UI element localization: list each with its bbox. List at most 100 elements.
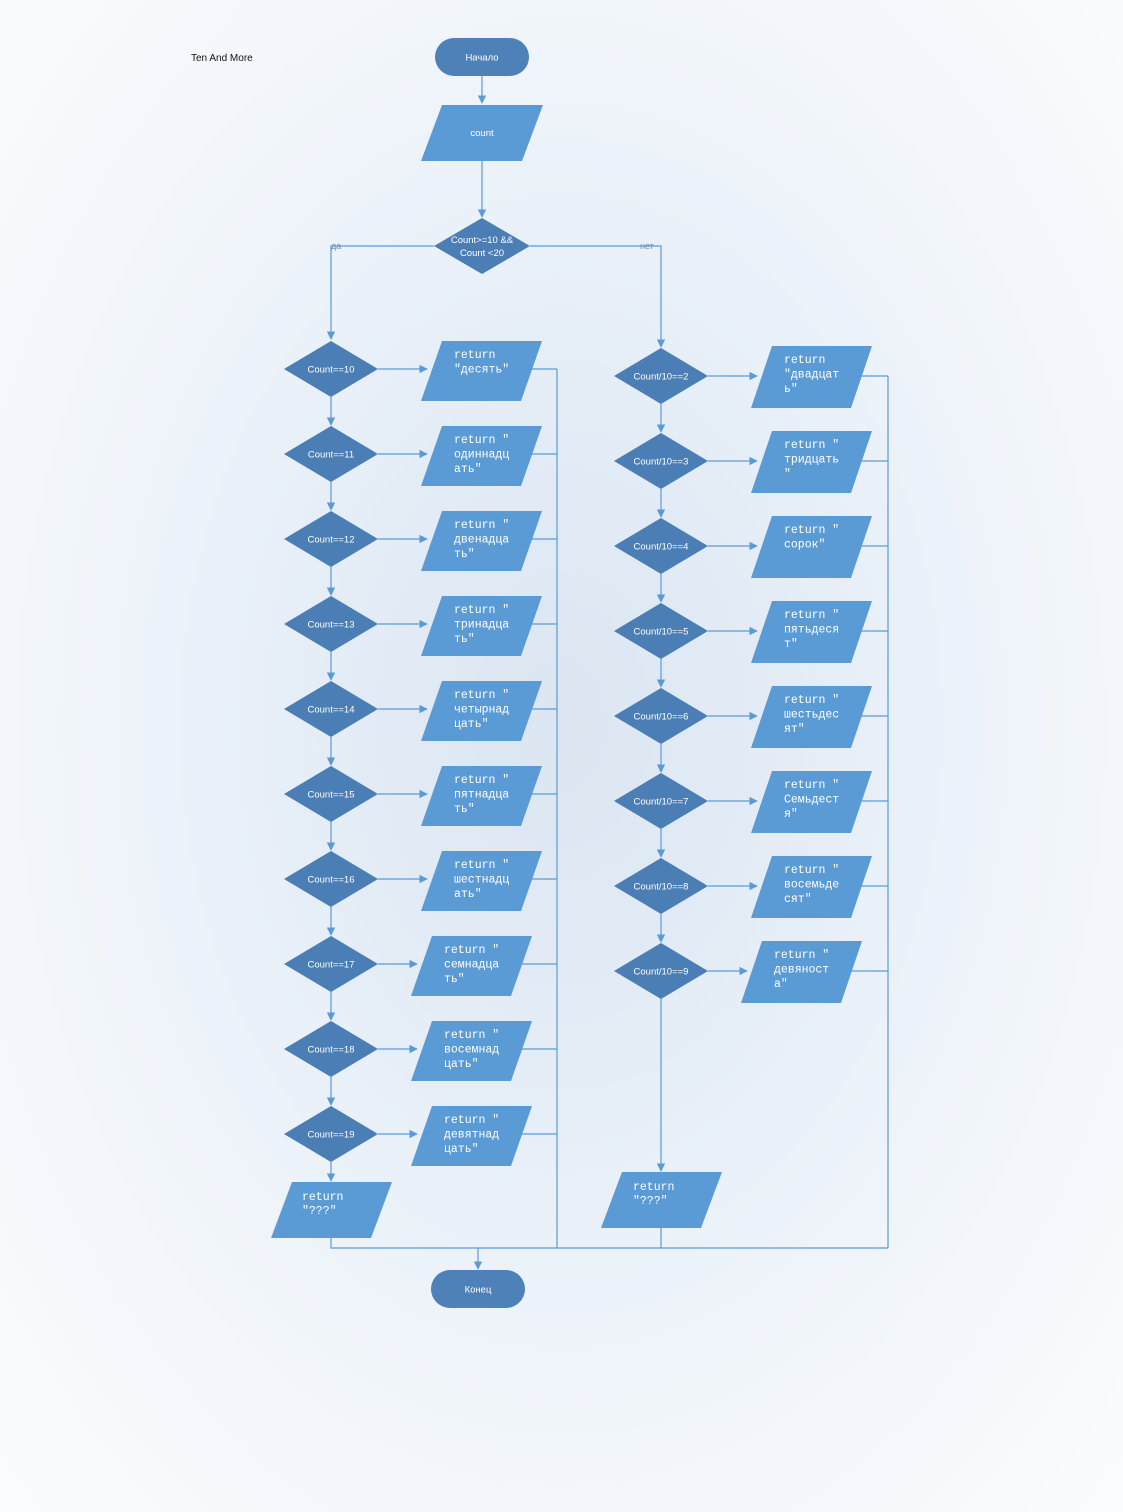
right-output-line: return ": [784, 694, 839, 707]
right-output-line: пятьдеся: [784, 624, 839, 637]
right-output-line: т": [784, 638, 798, 651]
left-output-line: цать": [454, 718, 489, 731]
left-default-line-1: return: [302, 1191, 343, 1204]
edge-condition-yes: [326, 245, 434, 340]
left-decision-diamond: Count==15: [284, 766, 378, 822]
right-output-line: ь": [784, 383, 798, 396]
left-output-line: ть": [444, 973, 465, 986]
right-step: Count/10==3 return " тридцать": [614, 404, 888, 493]
right-output-parallelogram: return " сорок": [751, 516, 872, 578]
right-output-line: return ": [784, 524, 839, 537]
right-output-line: тридцать: [784, 454, 839, 467]
left-decision-label: Count==18: [307, 1045, 354, 1056]
page-title: Ten And More: [191, 53, 253, 64]
right-output-line: return ": [784, 439, 839, 452]
end-terminal: Конец: [431, 1270, 525, 1308]
right-output-line: return: [784, 354, 825, 367]
left-output-line: return ": [454, 434, 509, 447]
connectors: [326, 76, 889, 1270]
right-decision-diamond: Count/10==2: [614, 348, 708, 404]
left-output-line: return ": [454, 859, 509, 872]
left-decision-label: Count==15: [307, 790, 354, 801]
right-decision-diamond: Count/10==3: [614, 433, 708, 489]
left-output-line: ть": [454, 548, 475, 561]
left-decision-label: Count==16: [307, 875, 354, 886]
right-decision-label: Count/10==9: [634, 967, 689, 978]
right-output-line: девяност: [774, 964, 829, 977]
condition-line-2: Count <20: [460, 248, 504, 259]
left-output-line: return ": [454, 774, 509, 787]
main-condition-diamond: Count>=10 && Count <20: [434, 218, 530, 274]
condition-line-1: Count>=10 &&: [451, 235, 514, 246]
left-decision-diamond: Count==17: [284, 936, 378, 992]
right-output-line: шестьдес: [784, 709, 839, 722]
end-label: Конец: [465, 1285, 492, 1296]
left-output-line: пятнадца: [454, 789, 509, 802]
left-decision-diamond: Count==18: [284, 1021, 378, 1077]
right-output-line: return ": [774, 949, 829, 962]
left-output-line: двенадца: [454, 534, 509, 547]
left-output-line: return ": [444, 1029, 499, 1042]
left-output-line: ать": [454, 888, 482, 901]
left-decision-label: Count==13: [307, 620, 354, 631]
right-default-line-2: "???": [633, 1195, 668, 1208]
left-output-line: return ": [444, 1114, 499, 1127]
left-output-line: шестнадц: [454, 874, 509, 887]
left-output-line: восемнад: [444, 1044, 499, 1057]
left-output-line: return: [454, 349, 495, 362]
left-decision-diamond: Count==19: [284, 1106, 378, 1162]
right-output-line: а": [774, 978, 788, 991]
start-label: Начало: [465, 53, 498, 64]
left-output-line: return ": [444, 944, 499, 957]
right-output-line: ят": [784, 723, 805, 736]
yes-label: да: [331, 241, 341, 251]
right-output-line: сорок": [784, 539, 825, 552]
left-output-line: одиннадц: [454, 449, 509, 462]
left-decision-diamond: Count==14: [284, 681, 378, 737]
left-decision-diamond: Count==13: [284, 596, 378, 652]
right-output-line: return ": [784, 779, 839, 792]
right-decision-label: Count/10==5: [634, 627, 689, 638]
left-output-line: return ": [454, 689, 509, 702]
right-output-line: восемьде: [784, 879, 839, 892]
left-default-output: return "???": [271, 1182, 392, 1238]
left-output-line: цать": [444, 1143, 479, 1156]
right-decision-label: Count/10==3: [634, 457, 689, 468]
left-output-line: ть": [454, 803, 475, 816]
right-decision-label: Count/10==4: [634, 542, 689, 553]
left-decision-label: Count==10: [307, 365, 354, 376]
right-decision-label: Count/10==2: [634, 372, 689, 383]
right-decision-label: Count/10==8: [634, 882, 689, 893]
right-decision-diamond: Count/10==8: [614, 858, 708, 914]
right-output-line: return ": [784, 609, 839, 622]
right-output-line: ": [784, 468, 791, 481]
left-decision-label: Count==14: [307, 705, 354, 716]
right-decision-diamond: Count/10==7: [614, 773, 708, 829]
no-label: нет: [640, 241, 654, 251]
left-decision-label: Count==11: [308, 450, 354, 461]
input-parallelogram: count: [421, 105, 543, 161]
left-decision-label: Count==17: [307, 960, 354, 971]
left-decision-diamond: Count==16: [284, 851, 378, 907]
start-terminal: Начало: [435, 38, 529, 76]
left-output-line: тринадца: [454, 619, 509, 632]
left-output-line: цать": [444, 1058, 479, 1071]
